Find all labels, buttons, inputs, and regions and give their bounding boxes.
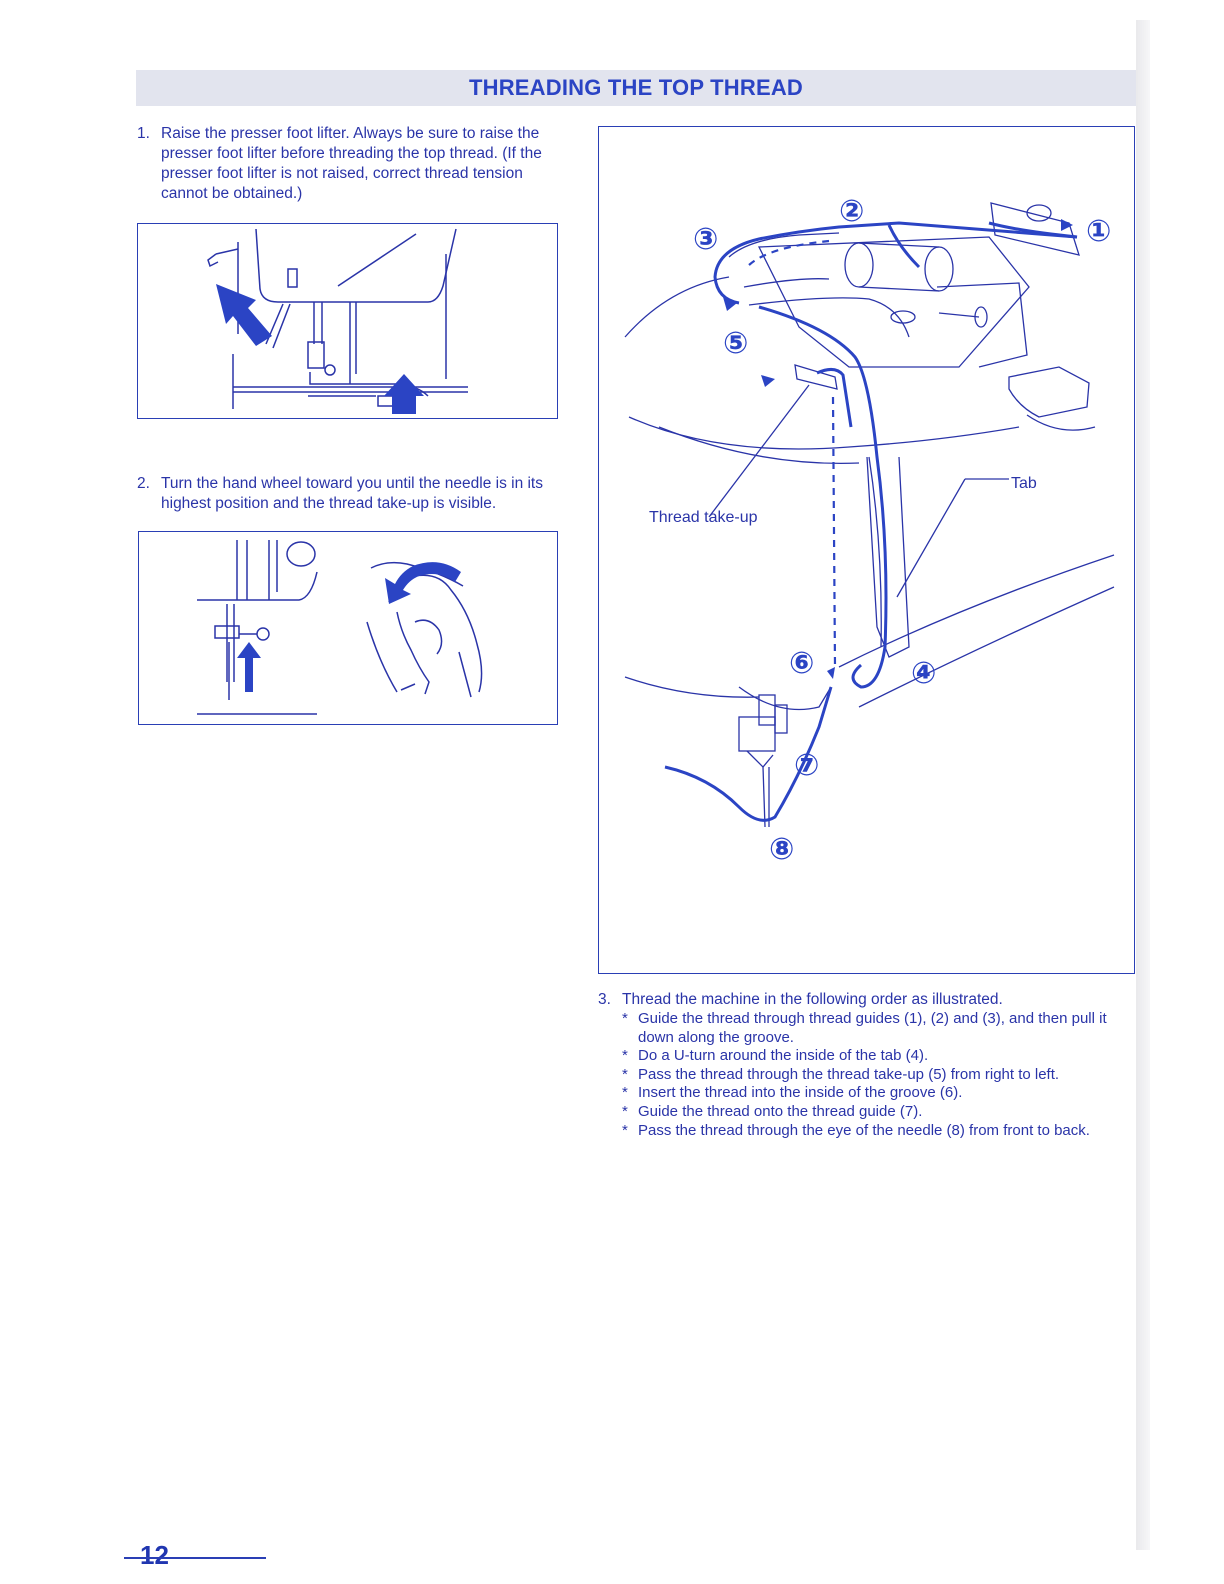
marker-1: ① [1086,214,1111,249]
step-1-text: Raise the presser foot lifter. Always be… [161,125,542,202]
footer-rule [124,1557,266,1559]
label-thread-take-up: Thread take-up [649,509,758,526]
rotate-arrow-icon [385,562,461,604]
step-1: 1. Raise the presser foot lifter. Always… [137,124,559,204]
step-3-number: 3. [598,991,611,1008]
list-item: Pass the thread through the thread take-… [622,1066,1136,1085]
page-number: 12 [140,1540,169,1570]
section-header: THREADING THE TOP THREAD [136,70,1136,106]
hand-wheel-illustration [197,540,483,715]
marker-6: ⑥ [789,646,814,681]
list-item: Insert the thread into the inside of the… [622,1084,1136,1103]
step-3: 3. Thread the machine in the following o… [598,990,1136,1140]
step-2-number: 2. [137,475,150,492]
step-3-text: Thread the machine in the following orde… [622,991,1003,1008]
page-title: THREADING THE TOP THREAD [468,75,803,100]
label-tab: Tab [1011,475,1037,492]
step-3-bullet-list: Guide the thread through thread guides (… [622,1010,1136,1140]
figure-hand-wheel [138,531,558,725]
figure-threading-path: ① ② ③ ④ ⑤ ⑥ ⑦ ⑧ Tab Thread take-up [598,126,1135,974]
marker-7: ⑦ [794,748,819,783]
marker-2: ② [839,194,864,229]
marker-4: ④ [911,656,936,691]
list-item: Pass the thread through the eye of the n… [622,1122,1136,1141]
figure-presser-foot-lifter [137,223,558,419]
marker-5: ⑤ [723,326,748,361]
list-item: Do a U-turn around the inside of the tab… [622,1047,1136,1066]
arrow-up-left-icon [216,284,272,346]
marker-8: ⑧ [769,832,794,867]
threading-illustration: ① ② ③ ④ ⑤ ⑥ ⑦ ⑧ [624,194,1115,867]
page-edge-shadow [1136,20,1150,1550]
list-item: Guide the thread onto the thread guide (… [622,1103,1136,1122]
step-1-number: 1. [137,125,150,142]
presser-foot-illustration [207,228,468,414]
step-2-text: Turn the hand wheel toward you until the… [161,475,543,512]
step-2: 2. Turn the hand wheel toward you until … [137,474,559,514]
marker-3: ③ [693,222,718,257]
arrow-up-icon [237,642,261,692]
arrow-up-icon [384,374,424,414]
list-item: Guide the thread through thread guides (… [622,1010,1136,1047]
